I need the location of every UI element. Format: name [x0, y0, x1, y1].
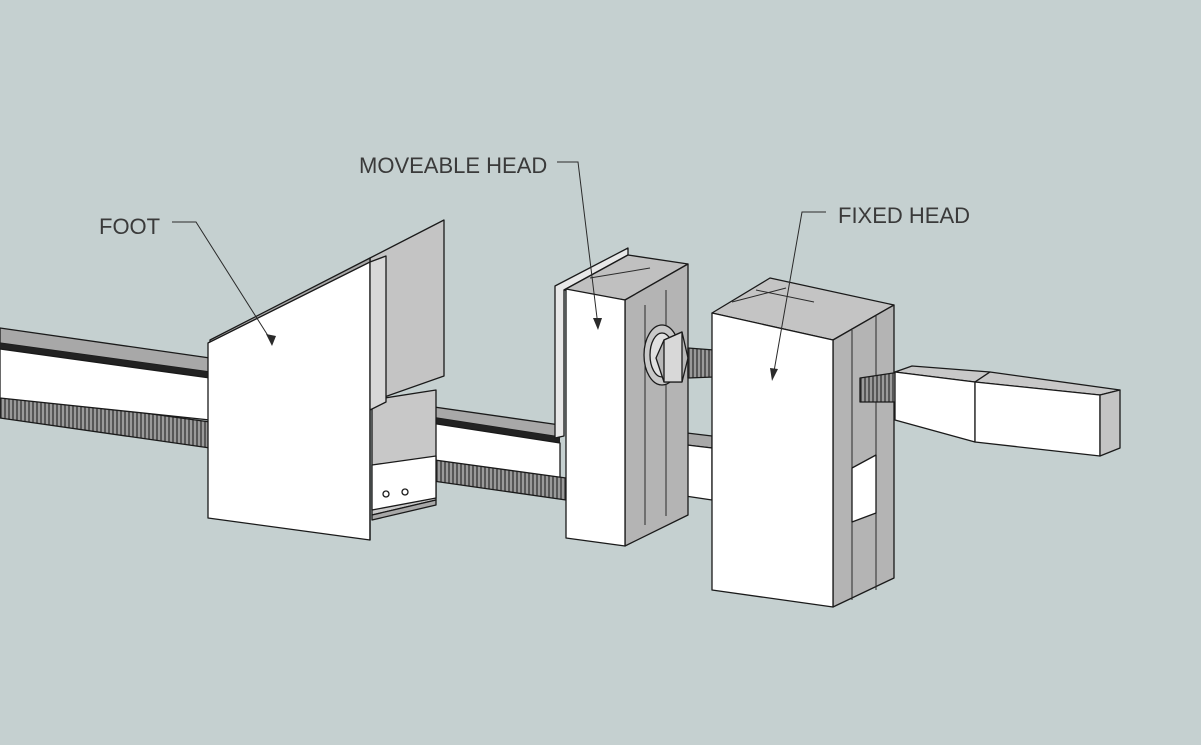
- handle: [894, 365, 1121, 457]
- foot: [207, 219, 445, 541]
- threaded-rod-screw: [687, 347, 715, 379]
- adjustment-nut: [643, 324, 689, 386]
- fixed-head: [711, 277, 895, 608]
- leader-foot: [172, 221, 276, 346]
- moveable-head: [554, 247, 689, 547]
- leader-moveable-head: [557, 161, 602, 330]
- foot-label: FOOT: [99, 214, 161, 239]
- fixed-head-label: FIXED HEAD: [838, 203, 971, 228]
- threaded-rod-rear: [859, 371, 901, 403]
- moveable-head-label: MOVEABLE HEAD: [359, 153, 548, 178]
- leader-fixed-head: [770, 211, 826, 381]
